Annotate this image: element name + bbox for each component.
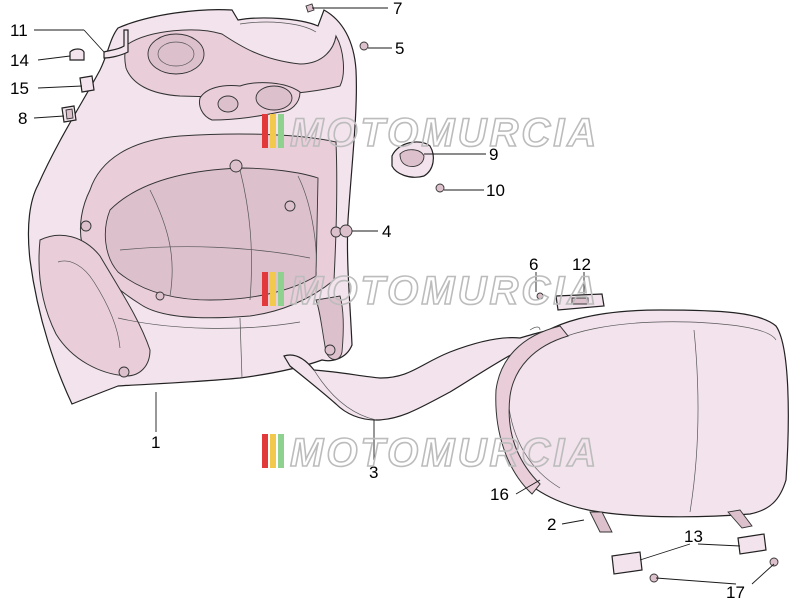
callout-11: 11 [10, 21, 28, 40]
lock-part-9 [391, 141, 434, 178]
watermark-2: MOTOMURCIA [262, 268, 599, 314]
callout-16: 16 [490, 485, 509, 504]
watermark-text: MOTOMURCIA [290, 111, 599, 155]
callout-5: 5 [395, 39, 404, 58]
watermark-3: MOTOMURCIA [262, 430, 599, 476]
callout-12: 12 [572, 255, 591, 274]
flag-stripe-red [262, 434, 268, 468]
flag-stripe-green [278, 434, 284, 468]
callout-14: 14 [10, 51, 29, 70]
flag-stripe-yellow [270, 114, 276, 148]
callout-labels: 11 14 15 8 7 5 4 9 10 1 3 6 12 16 2 13 1… [10, 0, 745, 600]
screw-part-4 [339, 224, 353, 238]
screw-part-10 [435, 183, 445, 193]
callout-1: 1 [151, 433, 160, 452]
watermark-1: MOTOMURCIA [262, 110, 599, 156]
watermark-text: MOTOMURCIA [290, 431, 599, 475]
flag-stripe-red [262, 114, 268, 148]
callout-15: 15 [10, 79, 29, 98]
flag-stripe-red [262, 272, 268, 306]
flag-stripe-yellow [270, 272, 276, 306]
callout-7: 7 [393, 0, 402, 18]
callout-17: 17 [726, 583, 745, 600]
screw-part-7 [305, 3, 315, 13]
plate-part-13 [611, 533, 767, 575]
rear-panel-part [495, 309, 789, 533]
watermark-text: MOTOMURCIA [290, 269, 599, 313]
flag-stripe-green [278, 272, 284, 306]
bracket-part-12 [555, 293, 605, 311]
screw-part-5 [359, 41, 369, 51]
callout-9: 9 [489, 145, 498, 164]
flag-stripe-green [278, 114, 284, 148]
bracket-part-11 [69, 29, 129, 61]
screw-part-6 [536, 292, 544, 300]
callout-6: 6 [529, 255, 538, 274]
front-shield-part [27, 9, 357, 405]
callout-8: 8 [18, 109, 27, 128]
callout-2: 2 [547, 515, 556, 534]
callout-3: 3 [369, 463, 378, 482]
clip-part-15 [79, 75, 95, 93]
flag-stripe-yellow [270, 434, 276, 468]
callout-10: 10 [486, 181, 505, 200]
callout-4: 4 [382, 222, 391, 241]
callout-13: 13 [684, 527, 703, 546]
leader-lines [33, 7, 775, 585]
clip-part-8 [61, 105, 77, 123]
